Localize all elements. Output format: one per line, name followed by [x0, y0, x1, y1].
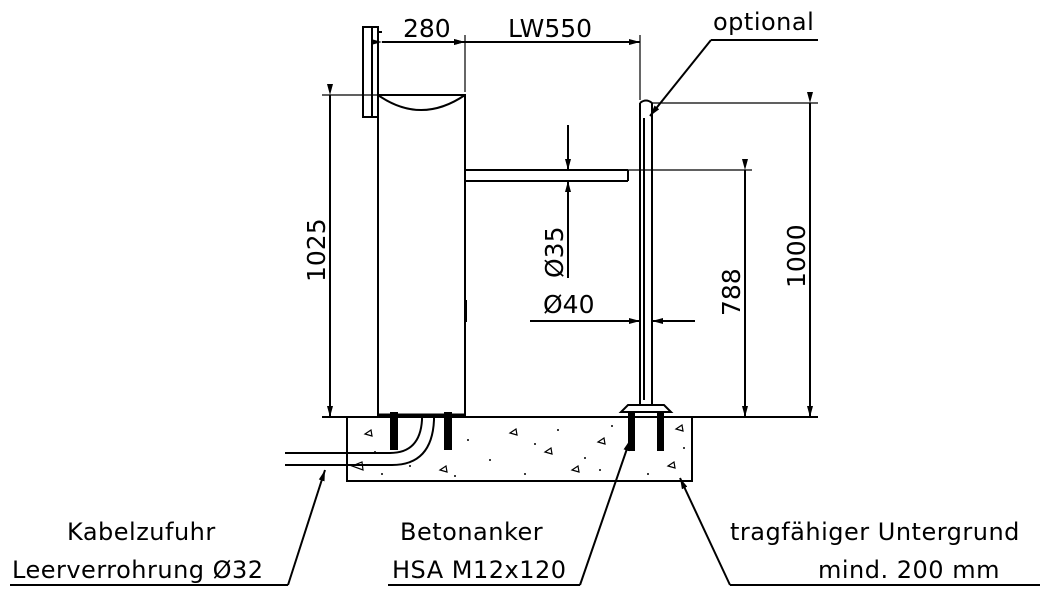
dimension-lw550: LW550: [454, 14, 641, 100]
cable-label-line1: Kabelzufuhr: [67, 518, 216, 546]
dimension-d40-label: Ø40: [543, 290, 595, 319]
cable-conduit: [285, 417, 435, 466]
anchors-second: [628, 413, 664, 451]
dimension-lw550-label: LW550: [508, 14, 592, 43]
cable-label-line2: Leerverrohrung Ø32: [12, 556, 264, 584]
ground-callout: tragfähiger Untergrund mind. 200 mm: [679, 477, 1040, 586]
ground-label-line2: mind. 200 mm: [818, 556, 1000, 584]
cable-callout: Kabelzufuhr Leerverrohrung Ø32: [10, 469, 326, 586]
optional-callout: optional: [649, 8, 818, 117]
concrete-foundation: [346, 416, 693, 482]
dimension-788-label: 788: [717, 268, 746, 316]
dimension-788: 788: [628, 159, 752, 417]
anchors-main: [390, 412, 452, 450]
anchor-label-line1: Betonanker: [400, 518, 543, 546]
dimension-d35: Ø35: [540, 125, 571, 279]
dimension-d40: Ø40: [530, 290, 695, 324]
dimension-1025-label: 1025: [302, 218, 331, 282]
dimension-1025: 1025: [302, 84, 378, 417]
dimension-d35-label: Ø35: [540, 227, 569, 279]
rail-bar: [465, 169, 629, 182]
second-post: [618, 99, 674, 413]
dimension-280: 280: [371, 14, 466, 92]
ground-label-line1: tragfähiger Untergrund: [730, 518, 1020, 546]
dimension-1000: 1000: [652, 92, 818, 417]
post-top-flag: [362, 26, 382, 118]
main-post: [377, 94, 467, 418]
anchor-label-line2: HSA M12x120: [392, 556, 567, 584]
anchor-callout: Betonanker HSA M12x120: [388, 439, 631, 586]
dimension-280-label: 280: [403, 14, 451, 43]
dimension-1000-label: 1000: [782, 224, 811, 288]
optional-label: optional: [713, 8, 814, 36]
